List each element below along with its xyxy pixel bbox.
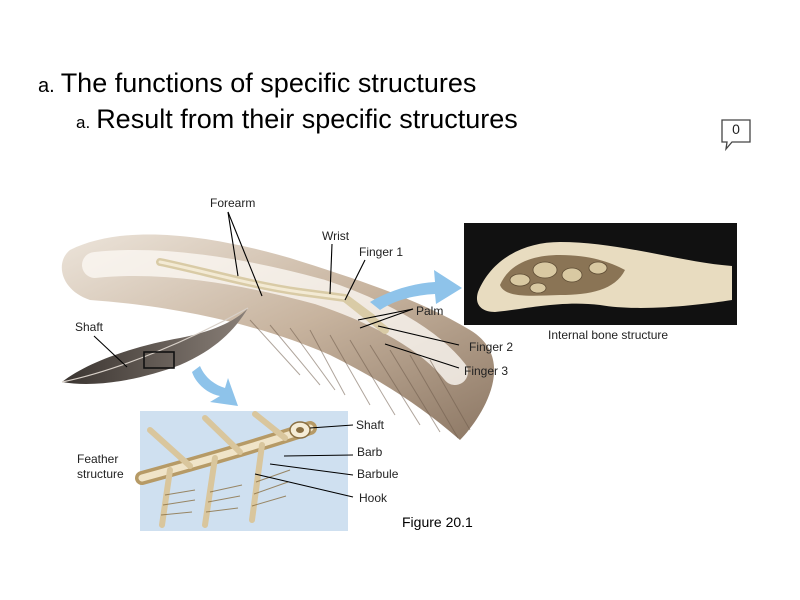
magnify-arrows [192, 270, 462, 406]
label-feather-structure-line2: structure [77, 467, 124, 481]
bullet-text: Result from their specific structures [96, 104, 518, 134]
leader-lines [93, 211, 460, 498]
bullet-marker: a. [76, 113, 91, 132]
bullet-marker: a. [38, 75, 55, 97]
label-hook: Hook [359, 491, 388, 505]
bullet-level1: a.The functions of specific structures [38, 66, 476, 103]
label-finger-1: Finger 1 [359, 245, 404, 259]
label-internal-bone: Internal bone structure [548, 328, 669, 342]
comment-count: 0 [732, 121, 740, 137]
label-palm: Palm [416, 304, 444, 318]
comment-bubble-icon [721, 119, 751, 152]
comment-bubble[interactable]: 0 [720, 118, 752, 152]
label-forearm: Forearm [210, 196, 256, 210]
bullet-level2: a. Result from their specific structures [76, 102, 518, 140]
bone-photo [464, 223, 737, 325]
label-feather-structure-line1: Feather [77, 452, 119, 466]
label-barbule: Barbule [357, 467, 399, 481]
feather-selection-box [143, 351, 175, 369]
label-finger-3: Finger 3 [464, 364, 509, 378]
figure-caption: Figure 20.1 [402, 514, 473, 530]
label-barb: Barb [357, 445, 383, 459]
wing-illustration [61, 234, 495, 440]
label-finger-2: Finger 2 [469, 340, 514, 354]
label-wrist: Wrist [322, 229, 350, 243]
label-inset-shaft: Shaft [356, 418, 385, 432]
label-shaft: Shaft [75, 320, 104, 334]
feather-structure-inset [135, 411, 348, 531]
bullet-text: The functions of specific structures [60, 68, 477, 98]
